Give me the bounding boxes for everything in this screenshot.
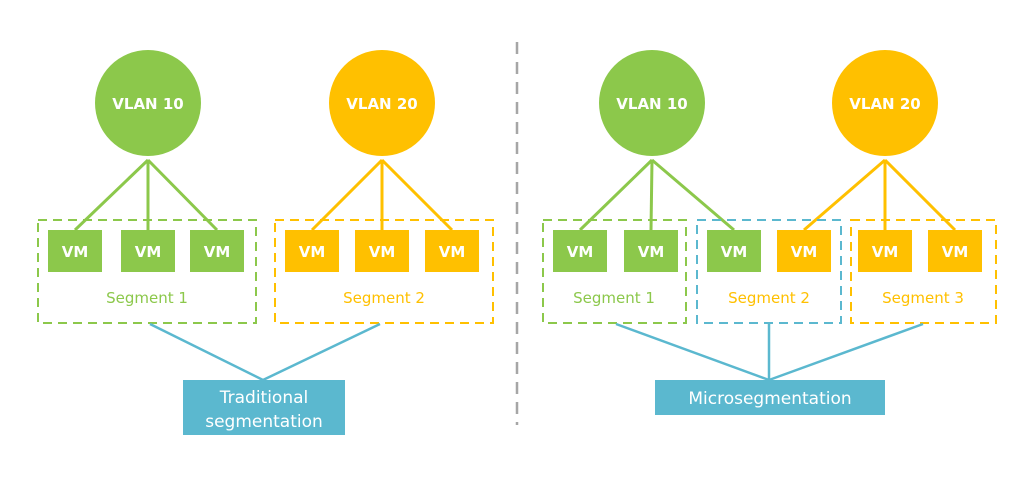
right-vm-6: VM [928,230,982,272]
traditional-segmentation-label-line2: segmentation [205,412,323,432]
right-panel: VLAN 10 VLAN 20 VM VM VM VM VM [542,50,997,415]
left-vm-3: VM [190,230,244,272]
vm-label: VM [369,243,396,261]
right-caption-links [615,322,924,382]
left-segment-1-box [37,219,257,324]
left-segment-1-label: Segment 1 [106,289,188,307]
right-segment-3-box [850,219,997,324]
left-panel: VLAN 10 VLAN 20 VM VM VM VM VM VM [37,50,494,435]
right-segment-1-box [542,219,687,324]
right-vlan20-node [832,50,938,156]
right-segment-2-box [696,219,842,324]
vm-label: VM [872,243,899,261]
left-vm-1: VM [48,230,102,272]
right-vlan10-node [599,50,705,156]
right-segment-3-label: Segment 3 [882,289,964,307]
right-vlan20-label: VLAN 20 [849,95,920,113]
microsegmentation-label: Microsegmentation [688,389,851,409]
left-vlan20-links [310,158,454,232]
vm-label: VM [62,243,89,261]
left-vm-2: VM [121,230,175,272]
left-caption-links [149,322,381,382]
right-vlan20-links [803,158,957,232]
left-vlan20-label: VLAN 20 [346,95,417,113]
right-vm-3: VM [707,230,761,272]
right-vm-1: VM [553,230,607,272]
left-vlan10-node [95,50,201,156]
vm-label: VM [638,243,665,261]
right-vm-2: VM [624,230,678,272]
traditional-segmentation-box [183,380,345,435]
right-segment-1-label: Segment 1 [573,289,655,307]
left-segment-2-label: Segment 2 [343,289,425,307]
right-vm-5: VM [858,230,912,272]
vm-label: VM [567,243,594,261]
left-vlan10-label: VLAN 10 [112,95,183,113]
left-segment-2-box [274,219,494,324]
left-vm-5: VM [355,230,409,272]
left-vm-4: VM [285,230,339,272]
left-vlan10-links [73,158,219,232]
left-vlan20-node [329,50,435,156]
right-vm-4: VM [777,230,831,272]
vm-label: VM [942,243,969,261]
vm-label: VM [721,243,748,261]
traditional-segmentation-label-line1: Traditional [219,388,309,408]
left-vm-6: VM [425,230,479,272]
vm-label: VM [135,243,162,261]
right-vlan10-links [578,158,735,232]
microsegmentation-box [655,380,885,415]
vm-label: VM [791,243,818,261]
vm-label: VM [299,243,326,261]
right-segment-2-label: Segment 2 [728,289,810,307]
right-vlan10-label: VLAN 10 [616,95,687,113]
vm-label: VM [204,243,231,261]
vm-label: VM [439,243,466,261]
